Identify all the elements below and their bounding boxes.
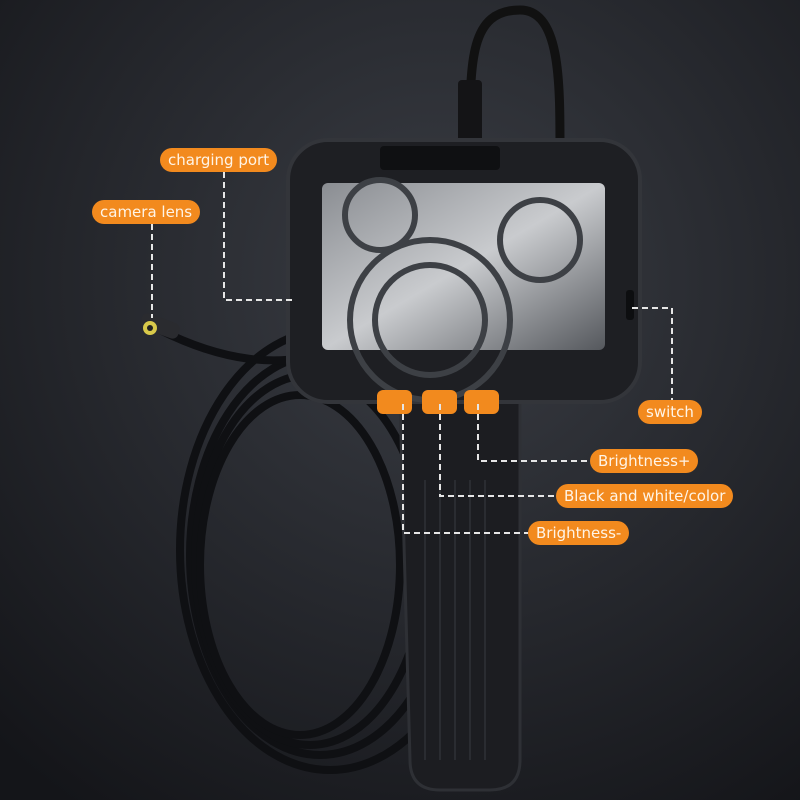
top-cable	[465, 5, 565, 151]
brightness-plus-leader	[477, 404, 590, 462]
brightness-minus-label: Brightness-	[528, 521, 630, 545]
bw-color-leader	[439, 404, 556, 497]
bw-color-label: Black and white/color	[556, 484, 734, 508]
camera-lens-tip	[140, 313, 180, 339]
screen	[322, 183, 605, 350]
charging-port-leader	[223, 172, 292, 301]
switch-leader	[632, 307, 673, 400]
switch-label: switch	[638, 400, 702, 424]
brightness-plus-button	[464, 390, 499, 414]
charging-port-label: charging port	[160, 148, 278, 172]
device-handle	[398, 398, 522, 792]
bw-color-button	[422, 390, 457, 414]
top-port-cover	[380, 146, 500, 170]
brightness-minus-leader	[402, 404, 528, 534]
brightness-plus-label: Brightness+	[590, 449, 699, 473]
cable-strain-relief	[458, 80, 482, 142]
side-switch	[626, 290, 634, 320]
camera-lens-label: camera lens	[92, 200, 201, 224]
brightness-minus-button	[377, 390, 412, 414]
